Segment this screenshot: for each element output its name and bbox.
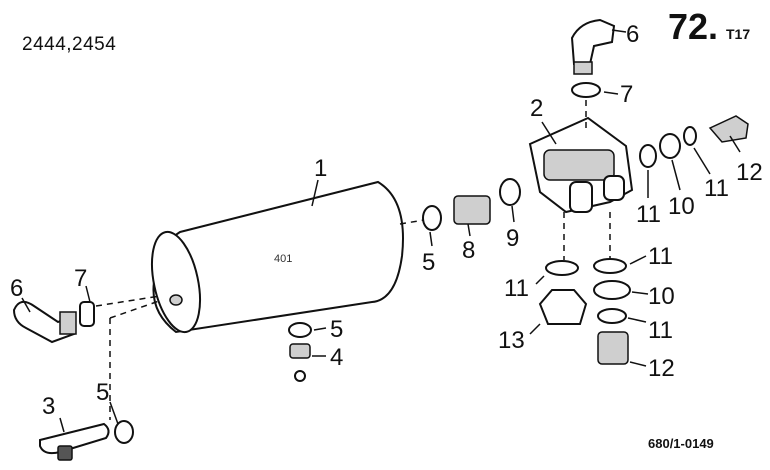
- page-suffix: T17: [726, 26, 751, 42]
- callout-8: 8: [462, 237, 475, 264]
- callout-12-lower: 12: [648, 355, 675, 382]
- callout-7-top: 7: [620, 81, 633, 108]
- page-number: 72.: [668, 6, 719, 47]
- right-fittings: [639, 115, 749, 168]
- callout-11-d: 11: [648, 243, 673, 270]
- callout-11-a: 11: [636, 201, 661, 228]
- callout-9: 9: [506, 225, 519, 252]
- callout-11-c: 11: [504, 275, 529, 302]
- tank-outlet-fittings: [422, 178, 521, 231]
- callout-13: 13: [498, 327, 525, 354]
- assembly-lines: [95, 100, 611, 420]
- top-elbow-fitting: [570, 18, 616, 98]
- callout-7-left: 7: [74, 265, 87, 292]
- air-tank: 401: [151, 180, 404, 334]
- callout-11-e: 11: [648, 317, 673, 344]
- valve-body: [528, 116, 634, 214]
- left-elbow-fitting: [12, 300, 95, 344]
- callout-5-drain: 5: [96, 379, 109, 406]
- callout-11-b: 11: [704, 175, 729, 202]
- callout-3: 3: [42, 393, 55, 420]
- callout-4: 4: [330, 344, 343, 371]
- callout-10-right: 10: [668, 193, 695, 220]
- callout-1: 1: [314, 155, 327, 182]
- callout-12-right: 12: [736, 159, 763, 186]
- callout-5-plug: 5: [330, 316, 343, 343]
- callout-labels: 1 2 3 4 5 5 5 6 6 7 7 8 9 10 10 11 11 11…: [10, 21, 763, 420]
- tank-stamp: 401: [274, 253, 292, 265]
- drain-valve: [39, 420, 134, 461]
- callout-6-top: 6: [626, 21, 639, 48]
- drawing-reference: 680/1-0149: [648, 436, 714, 451]
- model-numbers: 2444,2454: [22, 34, 117, 55]
- leader-lines: [21, 29, 741, 433]
- callout-2: 2: [530, 95, 543, 122]
- lower-fittings: [538, 258, 631, 365]
- tank-bottom-plug: [288, 322, 312, 382]
- callout-6-left: 6: [10, 275, 23, 302]
- callout-5-outlet: 5: [422, 249, 435, 276]
- callout-10-lower: 10: [648, 283, 675, 310]
